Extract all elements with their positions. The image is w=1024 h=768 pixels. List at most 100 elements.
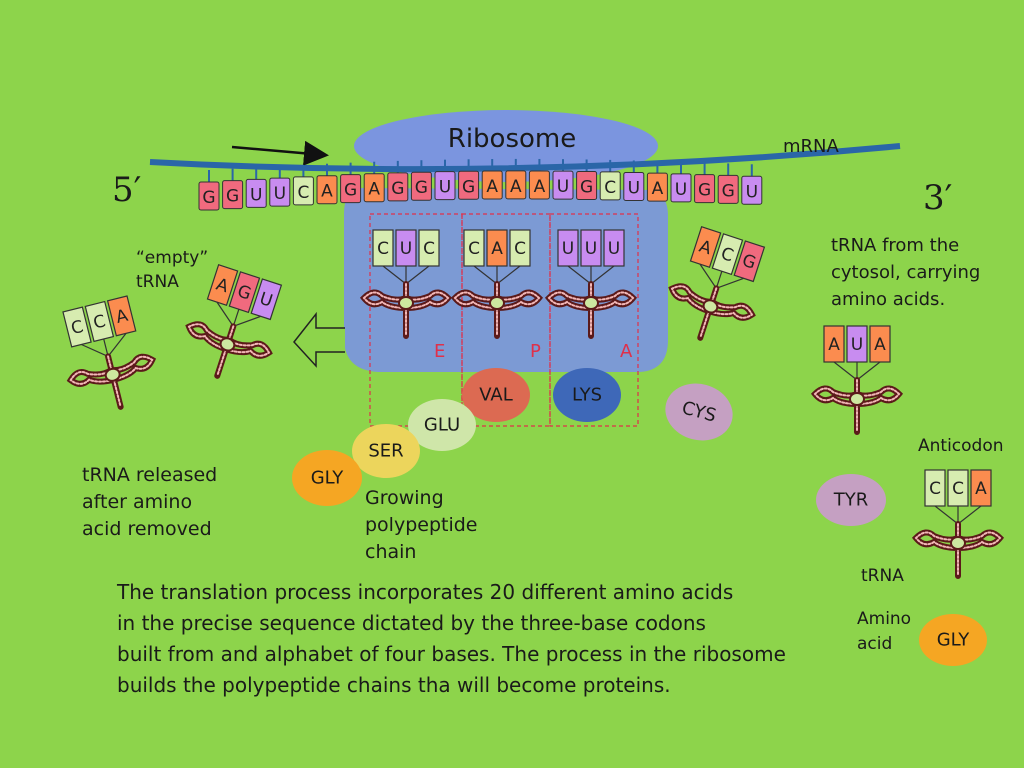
svg-text:C: C xyxy=(604,178,616,198)
mrna-base: A xyxy=(528,158,550,200)
caption: The translation process incorporates 20 … xyxy=(117,577,786,701)
amino-acid-val xyxy=(462,368,530,422)
amino-acid-label: Amino acid xyxy=(857,607,911,657)
amino-acid-gly-label: GLY xyxy=(310,467,344,489)
growing-label-line: Growing xyxy=(365,487,444,509)
svg-text:U: U xyxy=(250,185,262,205)
svg-text:G: G xyxy=(235,282,254,305)
svg-text:G: G xyxy=(740,251,759,274)
amino-acid-ser-label: SER xyxy=(368,440,404,462)
svg-text:A: A xyxy=(368,180,380,200)
e-site-label: E xyxy=(434,341,446,362)
empty-trna-label-line: “empty” xyxy=(136,248,209,268)
mrna-base: U xyxy=(245,167,267,208)
mrna-base: C xyxy=(599,159,621,201)
anticodon-base xyxy=(206,264,239,306)
amino-acid-lys-label: LYS xyxy=(571,384,603,406)
svg-text:A: A xyxy=(510,177,522,197)
mrna-base: G xyxy=(576,159,598,200)
five-prime-label: 5′ xyxy=(112,170,142,210)
amino-acid-lys xyxy=(553,368,621,422)
anticodon-base xyxy=(62,306,92,348)
cytosol-label-line: cytosol, carrying xyxy=(831,262,981,283)
svg-text:U: U xyxy=(400,239,412,259)
mrna-base: U xyxy=(741,164,763,205)
svg-text:A: A xyxy=(828,335,840,355)
svg-text:C: C xyxy=(468,239,480,259)
cytosol-label-line: amino acids. xyxy=(831,289,946,310)
empty-trna-label: “empty” tRNA xyxy=(136,246,208,294)
amino-acid-label-line: Amino xyxy=(857,609,912,629)
direction-arrow xyxy=(231,140,329,166)
mrna-base: A xyxy=(505,158,527,200)
svg-text:C: C xyxy=(69,317,85,339)
mrna-base: U xyxy=(552,159,574,200)
svg-text:U: U xyxy=(274,184,286,204)
anticodon-label: Anticodon xyxy=(918,436,1004,456)
svg-text:G: G xyxy=(202,188,215,208)
svg-text:C: C xyxy=(423,239,435,259)
amino-acid-tyr xyxy=(816,474,886,526)
mrna-base: G xyxy=(340,162,362,204)
caption-line: builds the polypeptide chains tha will b… xyxy=(117,673,671,697)
growing-label-line: chain xyxy=(365,541,417,563)
growing-chain-label: Growing polypeptide chain xyxy=(365,485,478,566)
amino-acid-glu xyxy=(408,399,476,451)
svg-text:G: G xyxy=(344,181,357,201)
amino-acid-tyr-label: TYR xyxy=(833,489,869,511)
svg-text:U: U xyxy=(608,239,620,259)
mrna-base: U xyxy=(434,159,456,201)
svg-text:U: U xyxy=(562,239,574,259)
svg-text:U: U xyxy=(851,335,863,355)
released-label-line: acid removed xyxy=(82,518,212,540)
svg-text:A: A xyxy=(114,306,130,328)
exit-arrow xyxy=(293,311,345,368)
svg-text:C: C xyxy=(514,239,526,259)
svg-text:C: C xyxy=(377,239,389,259)
svg-text:C: C xyxy=(297,183,309,203)
mrna-label: mRNA xyxy=(783,136,839,157)
mrna-base: G xyxy=(717,163,739,204)
amino-acid-cys xyxy=(665,383,733,441)
svg-text:A: A xyxy=(874,335,886,355)
svg-text:A: A xyxy=(486,177,498,197)
p-site-frame xyxy=(461,213,551,427)
mrna-base: A xyxy=(646,161,668,202)
caption-line: The translation process incorporates 20 … xyxy=(117,580,734,604)
svg-text:A: A xyxy=(321,182,333,202)
cytosol-trna-label: tRNA from the cytosol, carrying amino ac… xyxy=(831,232,980,313)
svg-text:A: A xyxy=(652,179,664,199)
mrna-base: G xyxy=(694,162,716,204)
released-trna-label: tRNA released after amino acid removed xyxy=(82,462,217,543)
svg-text:A: A xyxy=(534,177,546,197)
svg-text:C: C xyxy=(952,479,964,499)
amino-acid-label-line: acid xyxy=(857,634,893,654)
svg-text:A: A xyxy=(491,239,503,259)
svg-text:U: U xyxy=(746,182,758,202)
anticodon-base xyxy=(84,300,115,343)
svg-text:C: C xyxy=(91,311,107,333)
mrna-base: A xyxy=(481,159,503,200)
amino-acid-layer xyxy=(292,368,987,666)
svg-text:U: U xyxy=(675,180,687,200)
amino-acid-legend-gly xyxy=(919,614,987,666)
amino-acid-legend-gly-label: GLY xyxy=(936,629,970,651)
anticodon-base xyxy=(250,278,283,321)
caption-line: built from and alphabet of four bases. T… xyxy=(117,642,786,666)
svg-text:A: A xyxy=(975,479,987,499)
mrna-base: G xyxy=(410,160,432,201)
svg-text:G: G xyxy=(415,178,428,198)
amino-acid-glu-label: GLU xyxy=(423,414,461,436)
svg-text:G: G xyxy=(462,177,475,197)
